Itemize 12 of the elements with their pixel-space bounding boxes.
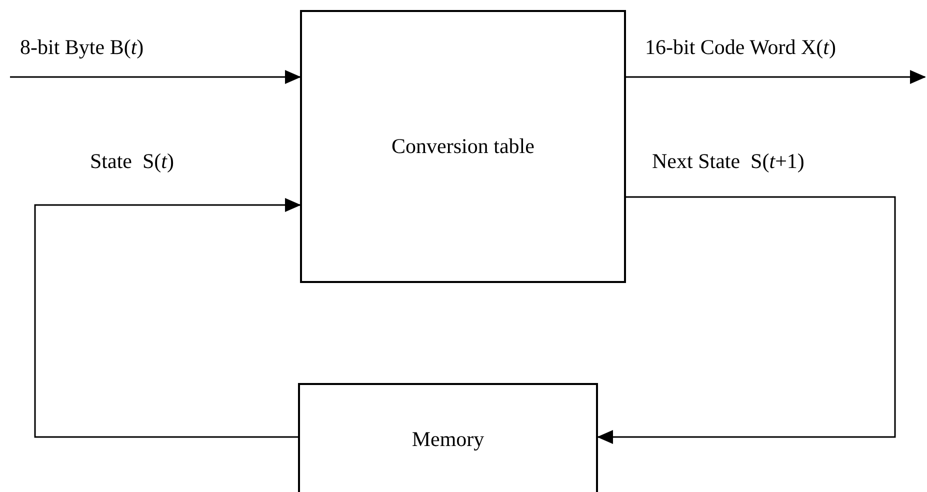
process-box bbox=[300, 10, 626, 283]
edge-label: Next State S(t+1) bbox=[652, 148, 804, 174]
box-label: Memory bbox=[412, 426, 484, 454]
edge-label: 16-bit Code Word X(t) bbox=[645, 34, 836, 60]
process-box bbox=[298, 383, 598, 492]
edge-label: 8-bit Byte B(t) bbox=[20, 34, 144, 60]
arrow bbox=[626, 70, 926, 84]
arrow bbox=[10, 70, 301, 84]
arrow bbox=[597, 196, 896, 444]
edge-label: State S(t) bbox=[90, 148, 174, 174]
arrow bbox=[34, 198, 301, 438]
box-label: Conversion table bbox=[392, 132, 534, 160]
